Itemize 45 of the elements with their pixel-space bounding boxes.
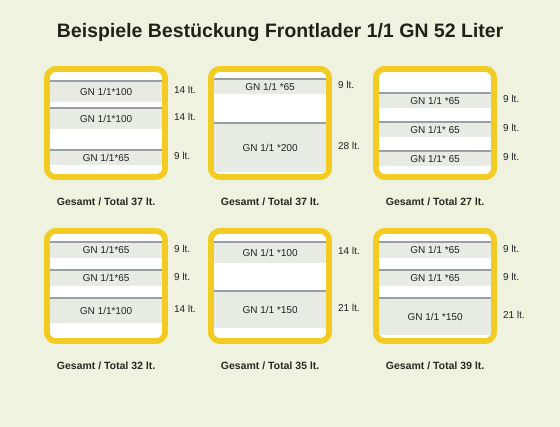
volume-label: 9 lt.: [503, 123, 520, 134]
volume-label: 9 lt.: [503, 94, 520, 105]
total-caption: Gesamt / Total 37 lt.: [220, 196, 320, 208]
total-caption: Gesamt / Total 37 lt.: [56, 196, 156, 208]
volume-label: 9 lt.: [174, 151, 190, 162]
gastronorm-pan: GN 1/1* 65: [379, 121, 491, 137]
gastronorm-pan: GN 1/1 *65: [379, 92, 491, 108]
gastronorm-pan: GN 1/1 *150: [379, 297, 491, 335]
loader-frame: [44, 228, 168, 344]
gastronorm-pan: GN 1/1*65: [50, 241, 162, 258]
total-caption: Gesamt / Total 32 lt.: [56, 360, 156, 372]
gastronorm-pan: GN 1/1*100: [50, 107, 162, 129]
loader-frame: [373, 66, 497, 180]
gastronorm-pan: GN 1/1 *65: [214, 78, 326, 94]
diagram-title: Beispiele Bestückung Frontlader 1/1 GN 52 Liter: [56, 20, 504, 43]
total-caption: Gesamt / Total 27 lt.: [384, 196, 486, 208]
gastronorm-pan: GN 1/1 *150: [214, 290, 326, 328]
gastronorm-pan: GN 1/1*100: [50, 80, 162, 102]
volume-label: 9 lt.: [503, 272, 520, 282]
volume-label: 21 lt.: [503, 310, 525, 321]
gastronorm-pan: GN 1/1*100: [50, 297, 162, 323]
total-caption: Gesamt / Total 35 lt.: [220, 360, 320, 372]
gastronorm-pan: GN 1/1*65: [50, 269, 162, 286]
volume-label: 9 lt.: [174, 272, 190, 282]
loader-frame: [373, 228, 497, 344]
volume-label: 9 lt.: [503, 152, 520, 163]
volume-label: 21 lt.: [338, 303, 360, 314]
volume-label: 14 lt.: [174, 304, 196, 315]
volume-label: 14 lt.: [174, 112, 196, 123]
gastronorm-pan: GN 1/1*65: [50, 149, 162, 165]
gastronorm-pan: GN 1/1 *65: [379, 241, 491, 258]
gastronorm-pan: GN 1/1 *65: [379, 269, 491, 286]
volume-label: 9 lt.: [503, 244, 520, 254]
gastronorm-pan: GN 1/1 *200: [214, 122, 326, 172]
volume-label: 14 lt.: [174, 85, 196, 96]
volume-label: 9 lt.: [338, 80, 354, 91]
total-caption: Gesamt / Total 39 lt.: [384, 360, 486, 372]
volume-label: 14 lt.: [338, 246, 360, 257]
volume-label: 9 lt.: [174, 244, 190, 254]
gastronorm-pan: GN 1/1 *100: [214, 241, 326, 263]
loader-frame: [208, 228, 332, 344]
volume-label: 28 lt.: [338, 141, 360, 152]
loader-frame: [44, 66, 168, 180]
loader-frame: [208, 66, 332, 180]
gastronorm-pan: GN 1/1* 65: [379, 150, 491, 166]
